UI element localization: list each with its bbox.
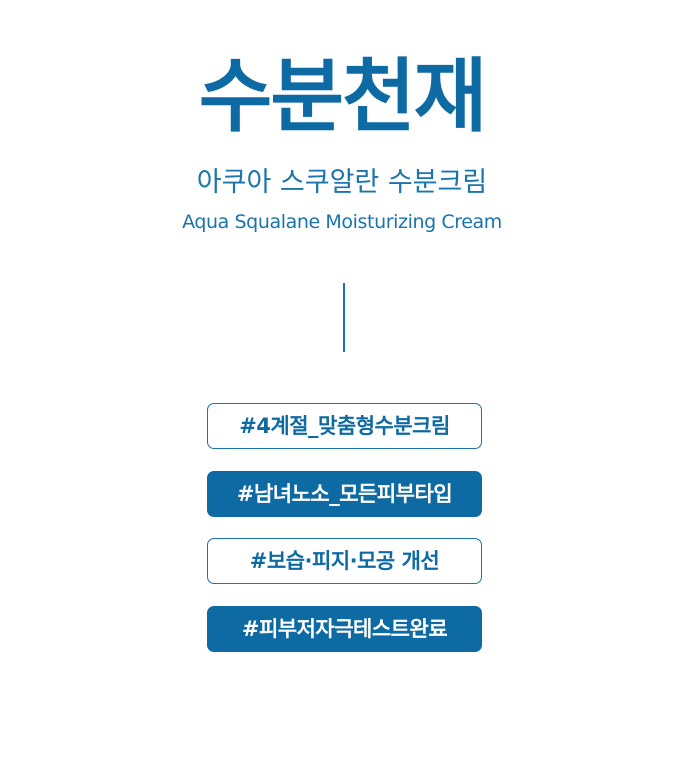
product-subtitle-korean: 아쿠아 스쿠알란 수분크림 [196, 167, 488, 198]
vertical-divider [343, 283, 345, 352]
tag-four-seasons: #4계절_맞춤형수분크림 [207, 403, 482, 449]
tag-moisture-sebum-pore: #보습·피지·모공 개선 [207, 538, 482, 584]
tag-all-skin-types: #남녀노소_모든피부타입 [207, 471, 482, 517]
product-title: 수분천재 [198, 50, 487, 143]
tag-irritation-test: #피부저자극테스트완료 [207, 606, 482, 652]
product-subtitle-english: Aqua Squalane Moisturizing Cream [182, 211, 502, 233]
